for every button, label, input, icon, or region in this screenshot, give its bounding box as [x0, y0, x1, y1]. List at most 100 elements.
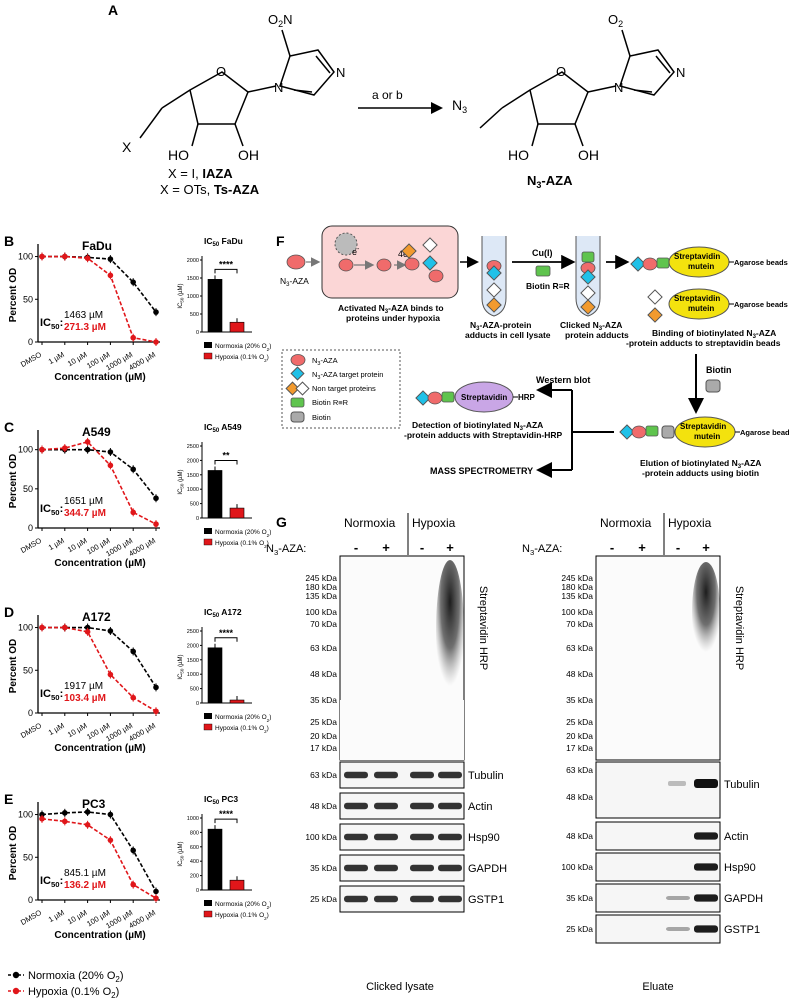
bar-y-axis-label: IC50 (µM) [178, 283, 185, 308]
bar-y-tick-label: 600 [190, 845, 199, 851]
svg-text:-protein adducts using biotin: -protein adducts using biotin [642, 468, 759, 478]
hypoxia-point [84, 629, 91, 635]
y-axis-label: Percent OD [8, 268, 19, 322]
mw-marker: 63 kDa [566, 643, 593, 653]
n3aza-row-label: N3-AZA: [522, 543, 562, 557]
svg-text:OH: OH [578, 147, 599, 163]
mw-marker: 100 kDa [305, 832, 337, 842]
svg-text:adducts in cell lysate: adducts in cell lysate [465, 330, 551, 340]
protein-band [410, 771, 434, 779]
hypoxia-header: Hypoxia [668, 516, 712, 530]
bar-normoxia [207, 279, 223, 333]
svg-text:O2: O2 [608, 12, 623, 29]
protein-band [666, 896, 690, 900]
scheme-legend-label: N3-AZA [312, 356, 338, 367]
legend-normoxia: Normoxia (20% O2) [28, 970, 124, 984]
y-tick-label: 0 [28, 708, 33, 718]
activated-caption: Activated N3-AZA binds to [338, 303, 444, 315]
y-axis-label: Percent OD [8, 639, 19, 693]
bar-y-tick-label: 1000 [187, 672, 199, 678]
mw-marker: 135 kDa [561, 591, 593, 601]
hypoxia-point [84, 255, 91, 262]
blot-label: Hsp90 [724, 862, 756, 874]
svg-text:Agarose beads: Agarose beads [734, 258, 788, 267]
mw-marker: 48 kDa [310, 801, 337, 811]
svg-text:protein adducts: protein adducts [565, 330, 629, 340]
normoxia-point [39, 811, 45, 818]
blot-label: Tubulin [724, 779, 760, 791]
x-iaza-line: X = I, IAZA [168, 166, 233, 181]
bar-chart-title: IC50 FaDu [204, 236, 243, 248]
svg-text:Streptavidin: Streptavidin [461, 393, 507, 402]
ring-oxygen: O [216, 64, 226, 79]
hypoxia-point [130, 334, 136, 341]
protein-band [374, 895, 398, 903]
significance-stars: **** [219, 809, 234, 819]
bar-normoxia [207, 647, 223, 704]
panel-letter-d: D [4, 604, 14, 620]
bar-chart-title: IC50 A172 [204, 607, 242, 619]
y-tick-label: 100 [18, 445, 33, 455]
hypoxia-point [62, 818, 68, 825]
n3aza-structure [479, 29, 675, 147]
hypoxia-point [107, 837, 114, 843]
bar-legend-hypoxia: Hypoxia (0.1% O2) [215, 912, 269, 921]
svg-text:Agarose beads: Agarose beads [740, 428, 789, 437]
x-tick-label: DMSO [19, 908, 43, 927]
mw-marker: 180 kDa [305, 582, 337, 592]
oh-label: OH [238, 147, 259, 163]
svg-text:Streptavidin: Streptavidin [674, 252, 720, 261]
bar-y-axis-label: IC50 (µM) [178, 654, 185, 679]
significance-bracket [214, 459, 238, 465]
blot-label: Actin [468, 801, 492, 813]
mw-marker: 35 kDa [566, 893, 593, 903]
blot-strip-tubulin [595, 761, 721, 819]
normoxia-curve [41, 811, 157, 892]
bar-y-tick-label: 0 [196, 516, 199, 522]
bar-legend-hypoxia-swatch [203, 723, 213, 731]
svg-text:Biotin R≡R: Biotin R≡R [526, 281, 570, 291]
bar-y-tick-label: 1000 [187, 816, 199, 822]
x-tick-label: 10 µM [66, 721, 89, 739]
hypoxia-curve [42, 626, 157, 712]
ic50-normoxia-value: 845.1 µM [64, 868, 106, 879]
normoxia-curve [42, 255, 157, 313]
hypoxia-point [107, 671, 114, 678]
hypoxia-point [62, 253, 68, 260]
hypoxia-curve [41, 818, 157, 899]
protein-band [374, 771, 398, 779]
blot-label: GSTP1 [468, 894, 504, 906]
mw-marker: 135 kDa [305, 591, 337, 601]
hypoxia-point [130, 509, 136, 516]
x-tick-label: 1 µM [47, 536, 66, 552]
panel-letter-c: C [4, 419, 14, 435]
bar-y-tick-label: 1000 [187, 294, 199, 300]
y-tick-label: 0 [28, 523, 33, 533]
blot-label: GAPDH [724, 893, 763, 905]
normoxia-curve [42, 448, 157, 499]
bar-hypoxia [229, 699, 245, 704]
bar-hypoxia [229, 507, 245, 519]
svg-text:Streptavidin: Streptavidin [680, 422, 726, 431]
svg-text:proteins under hypoxia: proteins under hypoxia [346, 313, 440, 323]
protein-band [694, 832, 718, 840]
lane-sign: - [610, 540, 614, 555]
protein-band [410, 895, 434, 903]
bar-legend-normoxia-swatch [204, 342, 212, 348]
significance-bracket [214, 637, 238, 642]
hypoxia-point [62, 624, 68, 631]
bar-y-tick-label: 200 [190, 874, 199, 880]
mw-marker: 25 kDa [310, 717, 337, 727]
bar-y-tick-label: 0 [196, 701, 199, 707]
normoxia-point [107, 449, 114, 455]
x-tsaza-line: X = OTs, Ts-AZA [160, 182, 260, 197]
x-axis-label: Concentration (µM) [54, 930, 145, 941]
y-tick-label: 50 [23, 665, 33, 675]
panel-letter-f: F [276, 233, 285, 249]
bar-y-tick-label: 1500 [187, 276, 199, 282]
svg-text:MASS SPECTROMETRY: MASS SPECTROMETRY [430, 466, 533, 476]
reaction-conditions: a or b [372, 88, 403, 102]
